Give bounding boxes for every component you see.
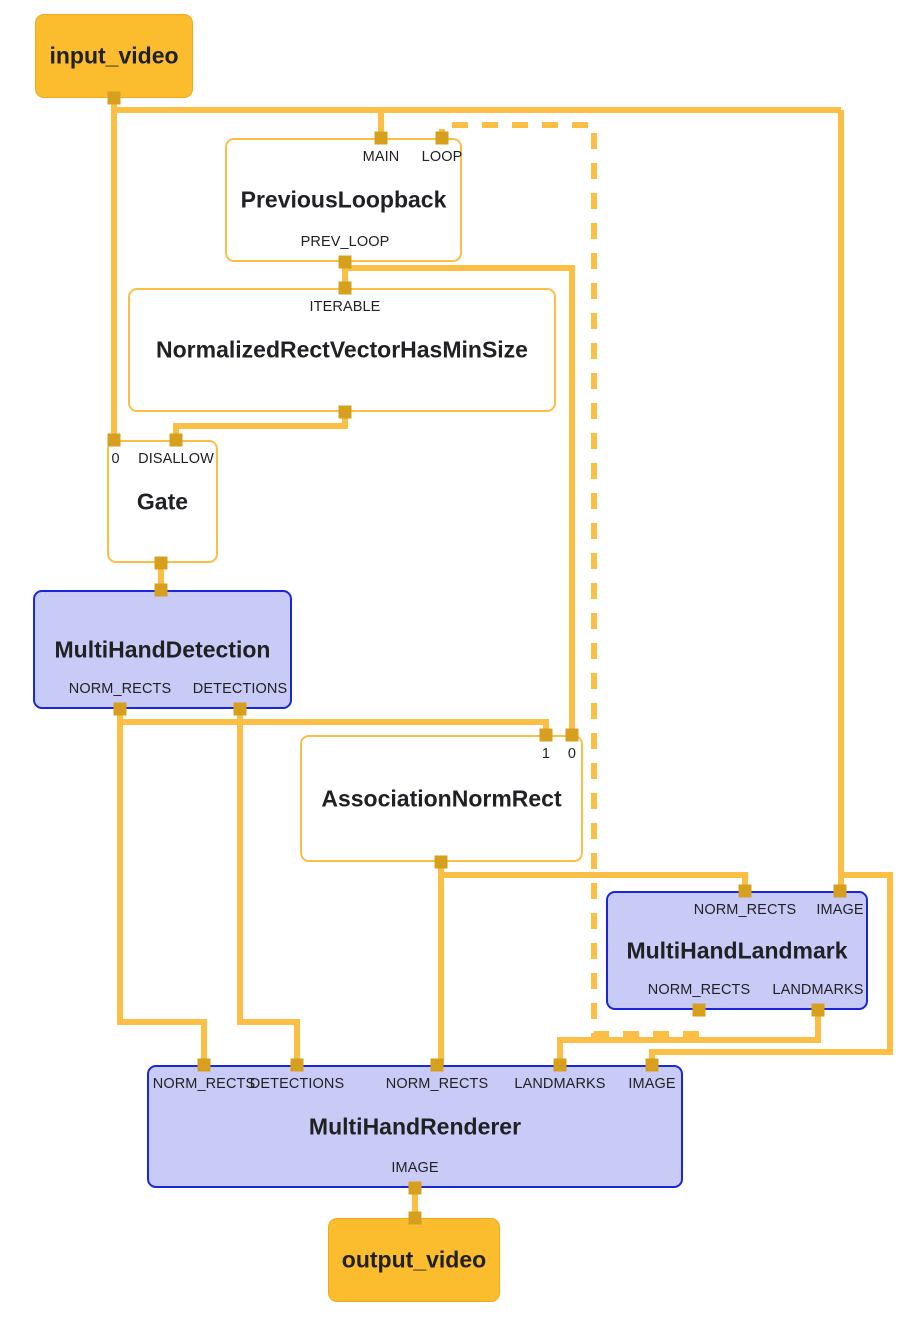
port-label-in-gate-1: DISALLOW [138,451,214,467]
edge-detect-normrects-to-renderer [117,722,207,1065]
port-label-out-multi_hand_landmark-1: LANDMARKS [772,982,864,998]
port-pin-out-multi_hand_landmark-0[interactable] [692,1003,706,1017]
port-pin-in-multi_hand_renderer-3[interactable] [553,1058,567,1072]
edge-minsize-to-gate-disallow [173,412,348,440]
edge-image-to-renderer-image [649,872,893,1065]
port-pin-out-previous_loopback-0[interactable] [338,255,352,269]
port-pin-out-multi_hand_renderer-0[interactable] [408,1181,422,1195]
port-pin-out-normalized_rect_vector_has_min_size-0[interactable] [338,405,352,419]
port-pin-out-multi_hand_detection-1[interactable] [233,702,247,716]
port-label-out-previous_loopback-0: PREV_LOOP [300,234,390,250]
port-label-in-normalized_rect_vector_has_min_size-0: ITERABLE [309,299,381,315]
port-label-in-previous_loopback-0: MAIN [362,149,400,165]
port-label-out-multi_hand_detection-0: NORM_RECTS [68,681,172,697]
port-label-out-multi_hand_renderer-0: IMAGE [391,1160,439,1176]
node-title: AssociationNormRect [321,785,562,811]
port-pin-in-multi_hand_renderer-0[interactable] [197,1058,211,1072]
node-gate[interactable]: Gate [107,440,218,563]
port-pin-in-multi_hand_detection-0[interactable] [154,583,168,597]
port-label-in-multi_hand_renderer-0: NORM_RECTS [152,1076,256,1092]
port-pin-out-multi_hand_detection-0[interactable] [113,702,127,716]
port-label-in-multi_hand_landmark-0: NORM_RECTS [693,902,797,918]
port-pin-in-multi_hand_landmark-1[interactable] [833,884,847,898]
node-title: MultiHandLandmark [626,937,848,963]
port-label-in-multi_hand_renderer-3: LANDMARKS [514,1076,606,1092]
node-multi_hand_detection[interactable]: MultiHandDetection [33,590,292,709]
port-pin-in-multi_hand_renderer-4[interactable] [645,1058,659,1072]
port-label-in-association_norm_rect-0: 1 [541,746,551,762]
node-association_norm_rect[interactable]: AssociationNormRect [300,735,583,862]
node-previous_loopback[interactable]: PreviousLoopback [225,138,462,262]
port-label-in-multi_hand_landmark-1: IMAGE [816,902,864,918]
port-pin-in-multi_hand_renderer-2[interactable] [430,1058,444,1072]
port-pin-in-multi_hand_renderer-1[interactable] [290,1058,304,1072]
port-label-in-multi_hand_renderer-1: DETECTIONS [249,1076,345,1092]
port-pin-in-normalized_rect_vector_has_min_size-0[interactable] [338,281,352,295]
port-pin-in-output_video-0[interactable] [408,1211,422,1225]
port-pin-out-association_norm_rect-0[interactable] [434,855,448,869]
edge-landmarks-to-renderer [557,1010,821,1065]
port-label-out-multi_hand_detection-1: DETECTIONS [192,681,288,697]
port-label-in-multi_hand_renderer-2: NORM_RECTS [385,1076,489,1092]
port-pin-in-association_norm_rect-1[interactable] [565,728,579,742]
edge-assoc-to-landmark-normrects [438,862,748,891]
port-pin-in-multi_hand_landmark-0[interactable] [738,884,752,898]
port-pin-out-gate-0[interactable] [154,556,168,570]
port-label-in-previous_loopback-1: LOOP [421,149,463,165]
port-pin-in-association_norm_rect-0[interactable] [539,728,553,742]
node-title: PreviousLoopback [240,186,447,213]
port-pin-in-previous_loopback-1[interactable] [435,131,449,145]
edge-detect-detections-to-renderer [237,709,300,1065]
node-multi_hand_landmark[interactable]: MultiHandLandmark [606,891,868,1010]
port-label-out-multi_hand_landmark-0: NORM_RECTS [647,982,751,998]
port-label-in-multi_hand_renderer-4: IMAGE [628,1076,676,1092]
port-pin-out-multi_hand_landmark-1[interactable] [811,1003,825,1017]
port-pin-in-gate-1[interactable] [169,433,183,447]
port-pin-out-input_video-0[interactable] [107,91,121,105]
node-multi_hand_renderer[interactable]: MultiHandRenderer [147,1065,683,1188]
edge-input-to-bus [111,97,841,113]
edge-detect-normrects-to-assoc1 [117,709,549,735]
node-title: output_video [341,1246,487,1273]
edge-loopback-loop-dashed [439,122,699,1037]
port-label-in-gate-0: 0 [111,451,120,467]
node-title: MultiHandRenderer [308,1113,522,1139]
node-output_video[interactable]: output_video [328,1218,500,1302]
port-label-in-association_norm_rect-1: 0 [567,746,577,762]
node-title: MultiHandDetection [54,636,271,662]
port-pin-in-previous_loopback-0[interactable] [374,131,388,145]
port-pin-in-gate-0[interactable] [107,433,121,447]
node-title: Gate [136,488,189,514]
node-input_video[interactable]: input_video [35,14,193,98]
node-title: NormalizedRectVectorHasMinSize [156,336,528,363]
edge-prevloop-to-assoc0 [345,265,575,735]
node-title: input_video [49,42,179,69]
